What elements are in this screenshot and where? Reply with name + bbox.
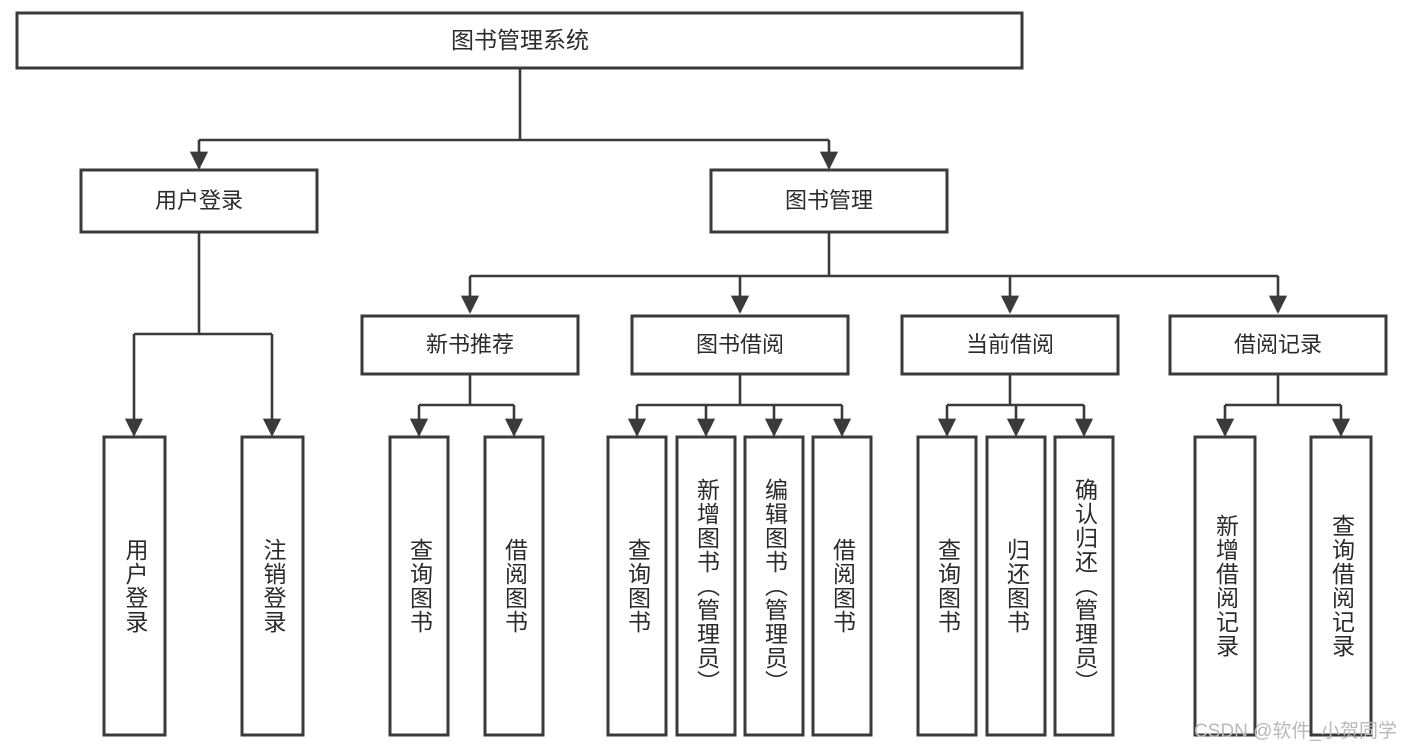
- edge-user-login-to-leaves: [124, 232, 282, 437]
- leaf-box-8[interactable]: [916, 435, 978, 737]
- node-root-box[interactable]: [15, 11, 1024, 70]
- node-user-login[interactable]: 用户登录: [79, 168, 319, 234]
- node-new-book-recommend-box[interactable]: [360, 314, 580, 376]
- leaf-box-12[interactable]: [1309, 435, 1373, 737]
- leaf-box-0[interactable]: [102, 435, 167, 737]
- node-root-label: 图书管理系统: [451, 27, 589, 53]
- leaf-box-10[interactable]: [1053, 435, 1115, 737]
- edge-book-mgmt-to-level3: [460, 232, 1288, 314]
- edge-book-borrow-to-leaves: [627, 374, 852, 437]
- leaf-box-3[interactable]: [483, 435, 545, 737]
- leaf-box-1[interactable]: [240, 435, 305, 737]
- node-borrow-records[interactable]: 借阅记录: [1168, 314, 1388, 376]
- node-book-management-box[interactable]: [709, 168, 949, 234]
- node-current-borrow-label: 当前借阅: [966, 332, 1054, 357]
- leaf-box-11[interactable]: [1193, 435, 1257, 737]
- leaf-box-6[interactable]: [743, 435, 805, 737]
- leaf-box-7[interactable]: [811, 435, 873, 737]
- node-user-login-label: 用户登录: [155, 188, 243, 213]
- watermark-text: CSDN @软件_小贺同学: [1194, 721, 1397, 742]
- edge-current-borrow-to-leaves: [937, 374, 1094, 437]
- node-book-management-label: 图书管理: [785, 188, 873, 213]
- leaf-box-9[interactable]: [985, 435, 1047, 737]
- node-book-borrow-box[interactable]: [630, 314, 850, 376]
- leaf-box-5[interactable]: [675, 435, 737, 737]
- node-borrow-records-label: 借阅记录: [1234, 332, 1322, 357]
- edge-new-book-to-leaves: [409, 374, 524, 437]
- node-new-book-recommend[interactable]: 新书推荐: [360, 314, 580, 376]
- leaf-box-2[interactable]: [388, 435, 450, 737]
- edge-root-to-level2: [189, 68, 839, 170]
- leaf-box-4[interactable]: [606, 435, 668, 737]
- node-book-borrow[interactable]: 图书借阅: [630, 314, 850, 376]
- edge-borrow-records-to-leaves: [1215, 374, 1351, 437]
- node-current-borrow[interactable]: 当前借阅: [900, 314, 1120, 376]
- node-new-book-recommend-label: 新书推荐: [426, 332, 514, 357]
- node-book-management[interactable]: 图书管理: [709, 168, 949, 234]
- node-current-borrow-box[interactable]: [900, 314, 1120, 376]
- node-book-borrow-label: 图书借阅: [696, 332, 784, 357]
- node-root[interactable]: 图书管理系统: [15, 11, 1024, 70]
- node-borrow-records-box[interactable]: [1168, 314, 1388, 376]
